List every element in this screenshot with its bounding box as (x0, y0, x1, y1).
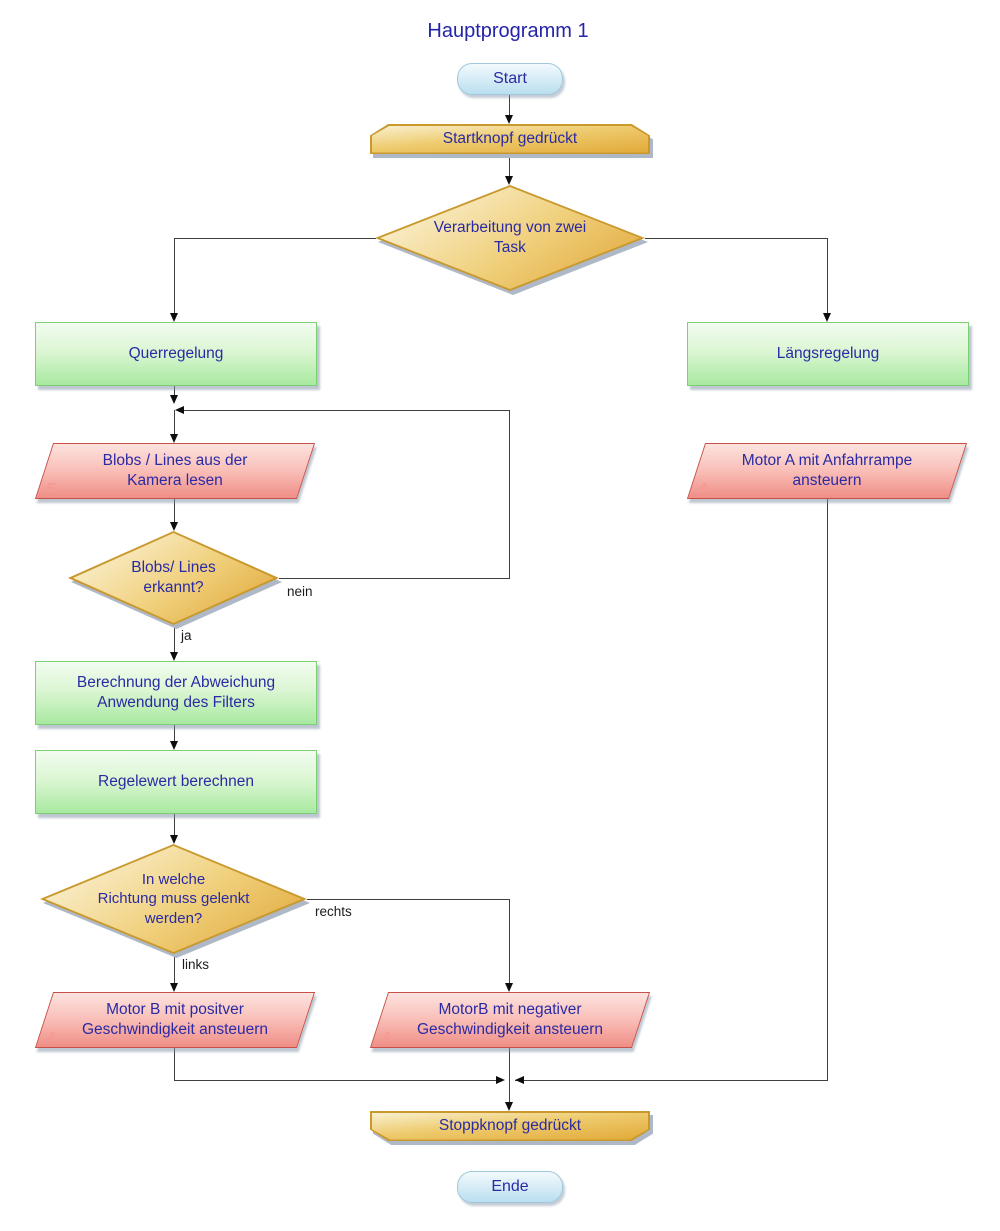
arrowhead (505, 983, 513, 992)
arrowhead (170, 983, 178, 992)
connector-line (174, 954, 175, 984)
connector-line (509, 899, 510, 984)
connector-line (174, 499, 175, 523)
io-motor-b-positiv-label: Motor B mit positver Geschwindigkeit ans… (81, 1000, 269, 1038)
shape-fill (372, 1112, 648, 1140)
arrowhead (170, 434, 178, 443)
arrowhead (496, 1076, 505, 1084)
edge-label-ja: ja (181, 628, 192, 643)
connector-line (279, 578, 510, 579)
edge-label-nein: nein (287, 584, 313, 599)
connector-line (174, 238, 175, 314)
shape-fill (372, 125, 648, 153)
terminator-ende: Ende (457, 1171, 563, 1203)
marker-e: E (46, 480, 57, 497)
arrowhead (515, 1076, 524, 1084)
terminator-ende-label: Ende (491, 1177, 529, 1195)
connector-line (174, 238, 376, 239)
decision-task: Verarbeitung von zwei Task (375, 185, 648, 295)
io-motor-a: A Motor A mit Anfahrrampe ansteuern (686, 443, 968, 499)
io-blobs-lesen-label: Blobs / Lines aus der Kamera lesen (102, 451, 248, 489)
event-stoppknopf-label: Stoppknopf gedrückt (438, 1116, 582, 1134)
event-startknopf-label: Startknopf gedrückt (442, 129, 578, 147)
connector-line (509, 410, 510, 578)
arrowhead (505, 115, 513, 124)
arrowhead (170, 522, 178, 531)
marker-a: A (46, 1029, 57, 1046)
arrowhead (505, 1102, 513, 1111)
event-startknopf: Startknopf gedrückt (370, 124, 653, 158)
connector-line (174, 812, 175, 836)
connector-line (827, 499, 828, 1081)
io-motor-b-positiv: A Motor B mit positver Geschwindigkeit a… (34, 992, 316, 1048)
connector-line (827, 238, 828, 314)
arrowhead (175, 406, 184, 414)
connector-line (307, 899, 510, 900)
process-laengsregelung: Längsregelung (687, 322, 969, 386)
connector-line (645, 238, 828, 239)
connector-line (174, 723, 175, 742)
io-motor-b-negativ-label: MotorB mit negativer Geschwindigkeit ans… (416, 1000, 604, 1038)
process-regelwert: Regelewert berechnen (35, 750, 317, 814)
arrowhead (170, 741, 178, 750)
process-querregelung-label: Querregelung (128, 344, 224, 362)
process-berechnung-label: Berechnung der Abweichung Anwendung des … (76, 673, 276, 711)
connector-line (184, 410, 510, 411)
page-title: Hauptprogramm 1 (427, 20, 589, 42)
decision-richtung: In welche Richtung muss gelenkt werden? (40, 844, 310, 958)
event-stoppknopf: Stoppknopf gedrückt (370, 1111, 653, 1145)
decision-task-label: Verarbeitung von zwei Task (433, 218, 587, 256)
connector-line (515, 1080, 828, 1081)
connector-line (174, 1048, 175, 1081)
process-laengsregelung-label: Längsregelung (776, 344, 880, 362)
decision-blobs-erkannt-label: Blobs/ Lines erkannt? (131, 558, 216, 596)
connector-line (174, 1080, 496, 1081)
marker-a: A (698, 480, 709, 497)
arrowhead (170, 395, 178, 404)
terminator-start: Start (457, 63, 563, 95)
io-motor-b-negativ: A MotorB mit negativer Geschwindigkeit a… (369, 992, 651, 1048)
connector-line (174, 625, 175, 653)
arrowhead (170, 835, 178, 844)
process-regelwert-label: Regelewert berechnen (98, 772, 254, 790)
connector-line (174, 410, 175, 435)
decision-richtung-label: In welche Richtung muss gelenkt werden? (97, 870, 250, 927)
arrowhead (170, 652, 178, 661)
terminator-start-label: Start (493, 69, 527, 87)
arrowhead (823, 313, 831, 322)
edge-label-links: links (182, 957, 210, 972)
io-blobs-lesen: E Blobs / Lines aus der Kamera lesen (34, 443, 316, 499)
connector-line (509, 93, 510, 116)
process-querregelung: Querregelung (35, 322, 317, 386)
connector-line (509, 154, 510, 177)
arrowhead (505, 176, 513, 185)
edge-label-rechts: rechts (315, 904, 352, 919)
decision-blobs-erkannt: Blobs/ Lines erkannt? (68, 531, 282, 629)
connector-line (509, 1048, 510, 1103)
connector-line (174, 384, 175, 396)
marker-a: A (381, 1029, 392, 1046)
process-berechnung: Berechnung der Abweichung Anwendung des … (35, 661, 317, 725)
io-motor-a-label: Motor A mit Anfahrrampe ansteuern (741, 451, 913, 489)
arrowhead (170, 313, 178, 322)
